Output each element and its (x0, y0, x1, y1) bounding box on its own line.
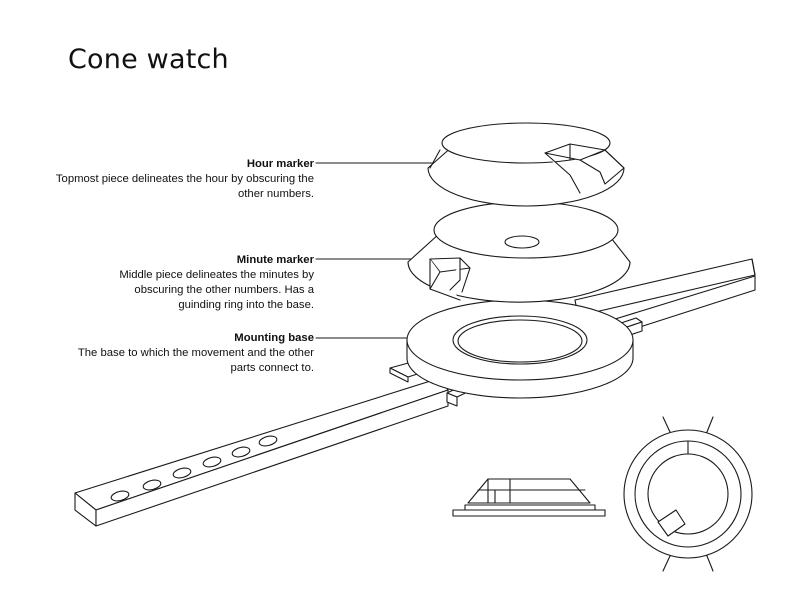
leader-lines (315, 162, 434, 339)
hour-marker-label: Hour marker Topmost piece delineates the… (54, 157, 314, 202)
strap-hole (142, 479, 162, 491)
strap-hole (172, 467, 192, 479)
minute-marker-label: Minute marker Middle piece delineates th… (94, 253, 314, 313)
mounting-base-description: The base to which the movement and the o… (77, 347, 314, 374)
strap-left (74, 377, 449, 527)
minute-marker (407, 201, 631, 303)
hour-marker-description: Topmost piece delineates the hour by obs… (55, 173, 314, 200)
hour-marker-name: Hour marker (246, 158, 314, 170)
mounting-base (406, 299, 634, 399)
mounting-base-name: Mounting base (234, 332, 314, 344)
side-view (452, 478, 606, 517)
strap-hole (202, 456, 222, 468)
strap-hole (231, 446, 251, 458)
strap-hole (258, 435, 278, 447)
hour-marker (427, 122, 625, 207)
strap-hole (110, 490, 130, 502)
mounting-base-label: Mounting base The base to which the move… (54, 331, 314, 376)
minute-marker-name: Minute marker (236, 254, 314, 266)
strap-holes (110, 435, 278, 502)
top-view (623, 416, 753, 572)
minute-marker-description: Middle piece delineates the minutes by o… (119, 269, 314, 311)
diagram-title: Cone watch (68, 44, 229, 75)
